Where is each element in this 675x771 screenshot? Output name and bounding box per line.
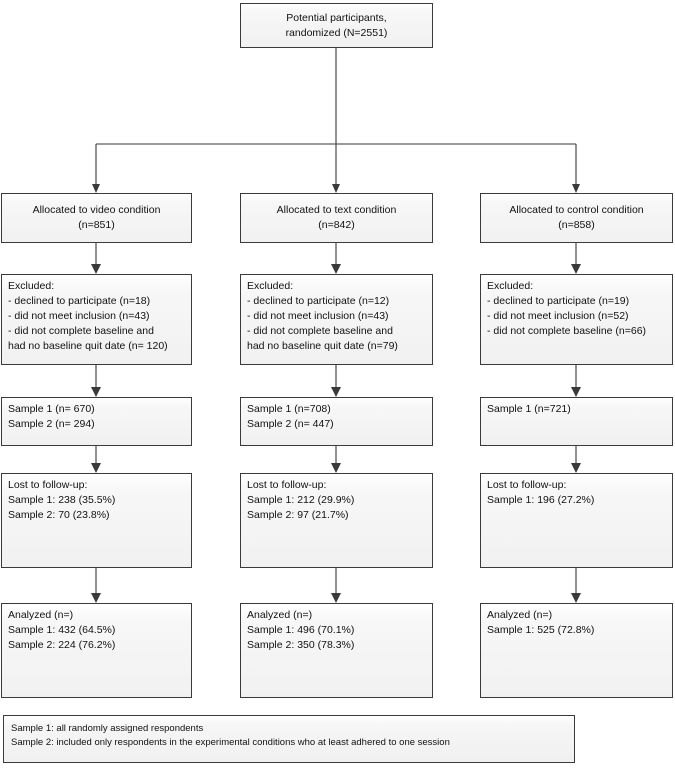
node-excluded-text: Excluded: - declined to participate (n=1… — [240, 274, 433, 365]
arrowhead-text-4 — [331, 593, 341, 603]
arrowhead-video-2 — [91, 387, 101, 397]
node-allocated-control: Allocated to control condition (n=858) — [480, 193, 673, 243]
node-excluded-video: Excluded: - declined to participate (n=1… — [1, 274, 192, 365]
node-randomized: Potential participants, randomized (N=25… — [240, 3, 433, 48]
node-analyzed-video: Analyzed (n=) Sample 1: 432 (64.5%) Samp… — [1, 603, 192, 698]
arrowhead-control-1 — [571, 264, 581, 274]
arrowhead-text — [332, 184, 340, 193]
node-excluded-control: Excluded: - declined to participate (n=1… — [480, 274, 673, 365]
node-allocated-text: Allocated to text condition (n=842) — [240, 193, 433, 243]
node-sample-control: Sample 1 (n=721) — [480, 397, 673, 446]
arrowhead-control-4 — [571, 593, 581, 603]
arrowhead-control-3 — [571, 463, 581, 473]
node-analyzed-text: Analyzed (n=) Sample 1: 496 (70.1%) Samp… — [240, 603, 433, 698]
arrowhead-control — [572, 184, 580, 193]
node-lost-text: Lost to follow-up: Sample 1: 212 (29.9%)… — [240, 473, 433, 568]
arrowhead-video-4 — [91, 593, 101, 603]
arrowhead-video-3 — [91, 463, 101, 473]
node-analyzed-control: Analyzed (n=) Sample 1: 525 (72.8%) — [480, 603, 673, 698]
node-lost-video: Lost to follow-up: Sample 1: 238 (35.5%)… — [1, 473, 192, 568]
node-lost-control: Lost to follow-up: Sample 1: 196 (27.2%) — [480, 473, 673, 568]
arrowhead-control-2 — [571, 387, 581, 397]
arrowhead-text-2 — [331, 387, 341, 397]
node-sample-video: Sample 1 (n= 670) Sample 2 (n= 294) — [1, 397, 192, 446]
node-sample-text: Sample 1 (n=708) Sample 2 (n= 447) — [240, 397, 433, 446]
node-allocated-video: Allocated to video condition (n=851) — [1, 193, 192, 243]
arrowhead-text-1 — [331, 264, 341, 274]
arrowhead-video — [92, 184, 100, 193]
arrowhead-text-3 — [331, 463, 341, 473]
arrowhead-video-1 — [91, 264, 101, 274]
footnote-legend: Sample 1: all randomly assigned responde… — [3, 715, 575, 763]
